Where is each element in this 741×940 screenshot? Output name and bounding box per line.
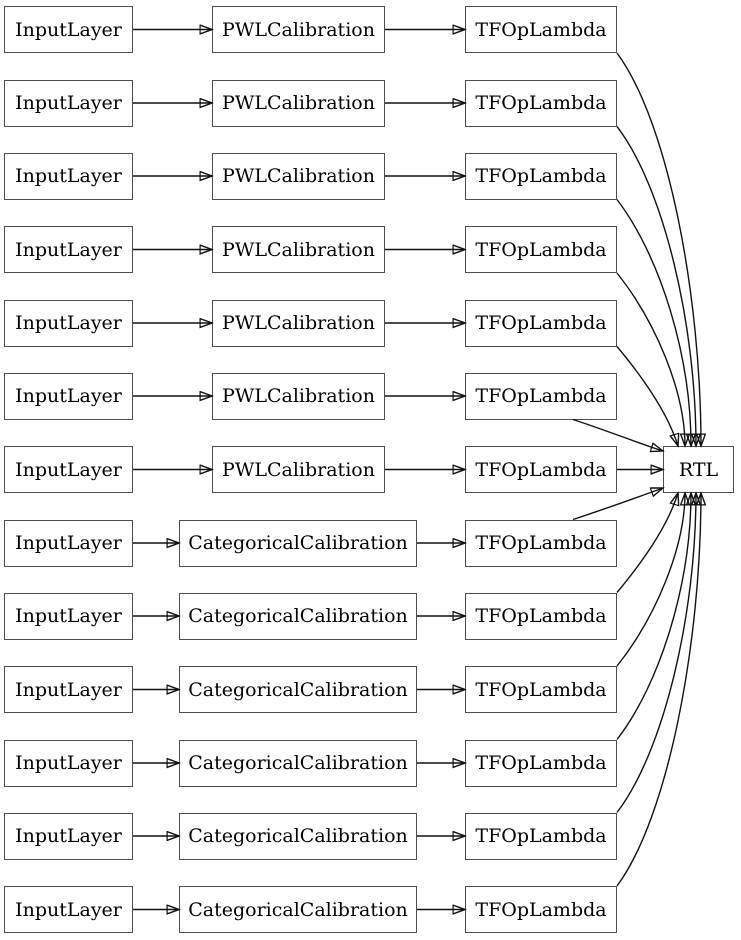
diagram-row: InputLayer PWLCalibration TFOpLambda <box>0 299 741 347</box>
diagram-row: InputLayer CategoricalCalibration TFOpLa… <box>0 666 741 713</box>
node-input-layer: InputLayer <box>4 79 133 127</box>
diagram-row: InputLayer PWLCalibration TFOpLambda <box>0 79 741 127</box>
diagram-row: InputLayer CategoricalCalibration TFOpLa… <box>0 592 741 640</box>
node-pwl-calibration: PWLCalibration <box>212 79 385 127</box>
node-tfop-lambda: TFOpLambda <box>465 592 617 640</box>
node-categorical-calibration: CategoricalCalibration <box>179 739 417 787</box>
node-input-layer: InputLayer <box>4 226 133 273</box>
node-rtl: RTL <box>663 446 734 493</box>
node-pwl-calibration: PWLCalibration <box>212 6 385 53</box>
node-tfop-lambda: TFOpLambda <box>465 6 617 53</box>
node-input-layer: InputLayer <box>4 446 133 493</box>
node-tfop-lambda: TFOpLambda <box>465 299 617 347</box>
node-categorical-calibration: CategoricalCalibration <box>179 886 417 933</box>
node-tfop-lambda: TFOpLambda <box>465 739 617 787</box>
node-input-layer: InputLayer <box>4 666 133 713</box>
node-tfop-lambda: TFOpLambda <box>465 372 617 420</box>
node-input-layer: InputLayer <box>4 6 133 53</box>
diagram-row: InputLayer PWLCalibration TFOpLambda <box>0 372 741 420</box>
node-pwl-calibration: PWLCalibration <box>212 446 385 493</box>
diagram-row: InputLayer CategoricalCalibration TFOpLa… <box>0 519 741 567</box>
node-pwl-calibration: PWLCalibration <box>212 372 385 420</box>
node-categorical-calibration: CategoricalCalibration <box>179 666 417 713</box>
node-pwl-calibration: PWLCalibration <box>212 226 385 273</box>
node-tfop-lambda: TFOpLambda <box>465 226 617 273</box>
node-categorical-calibration: CategoricalCalibration <box>179 519 417 567</box>
node-input-layer: InputLayer <box>4 519 133 567</box>
node-pwl-calibration: PWLCalibration <box>212 152 385 200</box>
node-input-layer: InputLayer <box>4 299 133 347</box>
diagram-row: InputLayer CategoricalCalibration TFOpLa… <box>0 812 741 860</box>
node-input-layer: InputLayer <box>4 152 133 200</box>
diagram-row: InputLayer CategoricalCalibration TFOpLa… <box>0 886 741 933</box>
diagram-row: InputLayer PWLCalibration TFOpLambda <box>0 152 741 200</box>
node-categorical-calibration: CategoricalCalibration <box>179 592 417 640</box>
node-input-layer: InputLayer <box>4 592 133 640</box>
node-input-layer: InputLayer <box>4 812 133 860</box>
diagram-row: InputLayer PWLCalibration TFOpLambda <box>0 226 741 273</box>
node-input-layer: InputLayer <box>4 372 133 420</box>
node-tfop-lambda: TFOpLambda <box>465 79 617 127</box>
node-input-layer: InputLayer <box>4 739 133 787</box>
node-tfop-lambda: TFOpLambda <box>465 152 617 200</box>
node-pwl-calibration: PWLCalibration <box>212 299 385 347</box>
node-tfop-lambda: TFOpLambda <box>465 666 617 713</box>
node-tfop-lambda: TFOpLambda <box>465 446 617 493</box>
node-categorical-calibration: CategoricalCalibration <box>179 812 417 860</box>
diagram-row: InputLayer PWLCalibration TFOpLambda <box>0 6 741 53</box>
node-input-layer: InputLayer <box>4 886 133 933</box>
node-tfop-lambda: TFOpLambda <box>465 886 617 933</box>
diagram-row: InputLayer PWLCalibration TFOpLambda <box>0 446 741 493</box>
diagram-row: InputLayer CategoricalCalibration TFOpLa… <box>0 739 741 787</box>
node-tfop-lambda: TFOpLambda <box>465 519 617 567</box>
node-tfop-lambda: TFOpLambda <box>465 812 617 860</box>
